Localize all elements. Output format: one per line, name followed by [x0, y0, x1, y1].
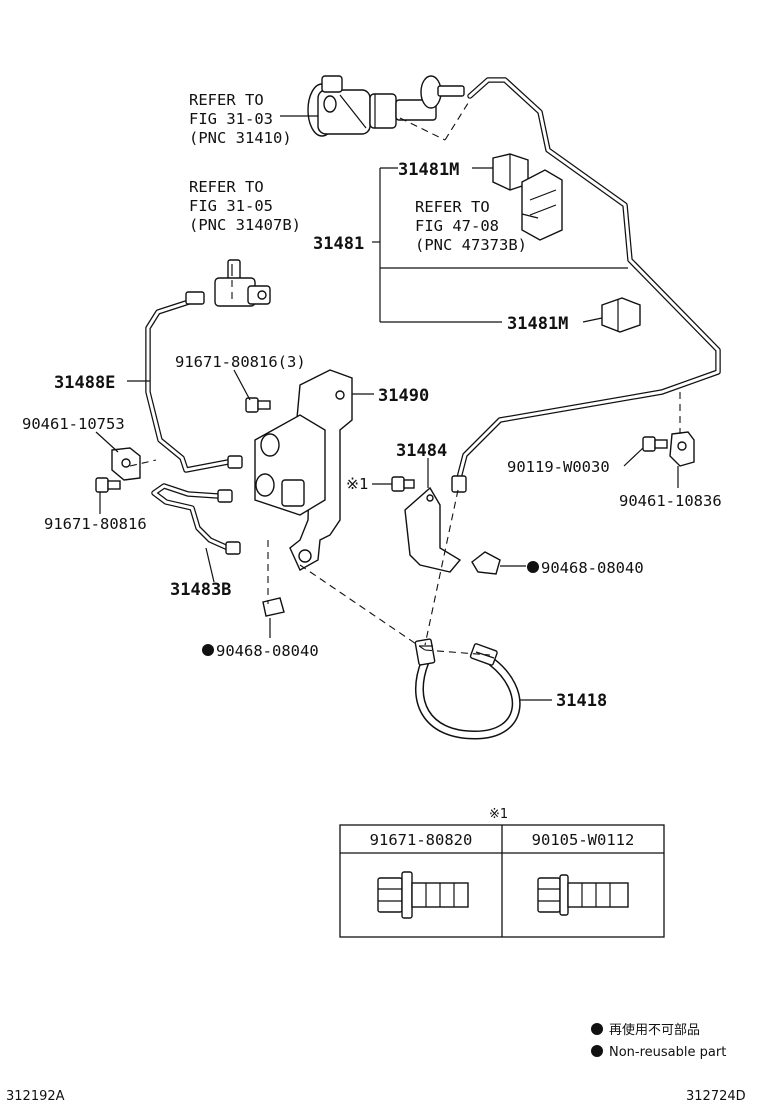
- footer-left-code: 312192A: [6, 1089, 65, 1104]
- footer-right-code: 312724D: [686, 1089, 746, 1104]
- refer-master-line3: (PNC 31410): [189, 129, 292, 147]
- label-note-1: ※1: [346, 475, 368, 493]
- refer-clamp-line2: FIG 47-08: [415, 217, 499, 235]
- clamp-90461-10836: [669, 431, 695, 467]
- leader-lines: [95, 115, 679, 701]
- refer-clamp-line1: REFER TO: [415, 198, 490, 216]
- clamp-31481M-bottom: [601, 297, 641, 333]
- label-90461-10836: 90461-10836: [619, 492, 722, 510]
- table-caption: ※1: [489, 807, 508, 822]
- main-clutch-pipe-31481: [456, 77, 721, 481]
- flexible-hose-31418: [414, 638, 521, 740]
- table-header-2: 90105-W0112: [532, 831, 635, 849]
- refer-release-cylinder: REFER TO FIG 31-05 (PNC 31407B): [189, 178, 301, 234]
- label-31481: 31481: [313, 234, 364, 254]
- tube-31483B: [151, 483, 231, 551]
- clamp-47373B: [521, 169, 563, 241]
- clip-90468-08040-left: [262, 597, 285, 617]
- bolt-flanged-icon: [537, 874, 629, 916]
- table-header-1: 91671-80820: [370, 831, 473, 849]
- bolt-note-1: [391, 476, 415, 492]
- legend-jp: 再使用不可部品: [609, 1022, 700, 1038]
- label-31483B: 31483B: [170, 580, 231, 600]
- bolt-flanged-with-washer-icon: [377, 871, 469, 919]
- label-91671-80816: 91671-80816: [44, 515, 147, 533]
- label-31481M-top: 31481M: [398, 160, 459, 180]
- label-31488E: 31488E: [54, 373, 115, 393]
- refer-master-line2: FIG 31-03: [189, 110, 273, 128]
- master-cylinder-drawing: [307, 75, 465, 137]
- refer-clamp-line3: (PNC 47373B): [415, 236, 527, 254]
- bolt-91671-80816-3: [245, 397, 271, 413]
- label-90119-W0030: 90119-W0030: [507, 458, 610, 476]
- refer-master-line1: REFER TO: [189, 91, 264, 109]
- legend-en: Non-reusable part: [609, 1045, 726, 1060]
- label-31481M-bottom: 31481M: [507, 314, 568, 334]
- tube-31488E: [145, 297, 231, 473]
- legend-dot-1: [591, 1023, 603, 1035]
- label-91671-80816-3: 91671-80816(3): [175, 353, 306, 371]
- refer-release-line1: REFER TO: [189, 178, 264, 196]
- label-90468-08040-right: 90468-08040: [541, 559, 644, 577]
- legend: 再使用不可部品 Non-reusable part: [591, 1022, 726, 1060]
- release-union-drawing: [185, 259, 271, 307]
- legend-dot-2: [591, 1045, 603, 1057]
- bolt-variant-table: ※1 91671-80820 90105-W0112: [339, 807, 665, 938]
- refer-release-line2: FIG 31-05: [189, 197, 273, 215]
- label-31490: 31490: [378, 386, 429, 406]
- refer-release-line3: (PNC 31407B): [189, 216, 301, 234]
- non-reusable-dot-left: [202, 644, 214, 656]
- refer-clamp: REFER TO FIG 47-08 (PNC 47373B): [415, 198, 527, 254]
- bracket-31484-drawing: [404, 475, 467, 573]
- clamp-90461-10753: [111, 447, 141, 481]
- label-31484: 31484: [396, 441, 447, 461]
- label-90468-08040-left: 90468-08040: [216, 642, 319, 660]
- bolt-90119-W0030: [642, 436, 668, 452]
- relation-lines: [129, 99, 681, 656]
- label-90461-10753: 90461-10753: [22, 415, 125, 433]
- refer-master-cylinder: REFER TO FIG 31-03 (PNC 31410): [189, 91, 292, 147]
- bracket-31490-drawing: [217, 369, 353, 571]
- bolt-91671-80816: [95, 477, 121, 493]
- label-31418: 31418: [556, 691, 607, 711]
- non-reusable-dot-right: [527, 561, 539, 573]
- clip-90468-08040-right: [471, 551, 501, 575]
